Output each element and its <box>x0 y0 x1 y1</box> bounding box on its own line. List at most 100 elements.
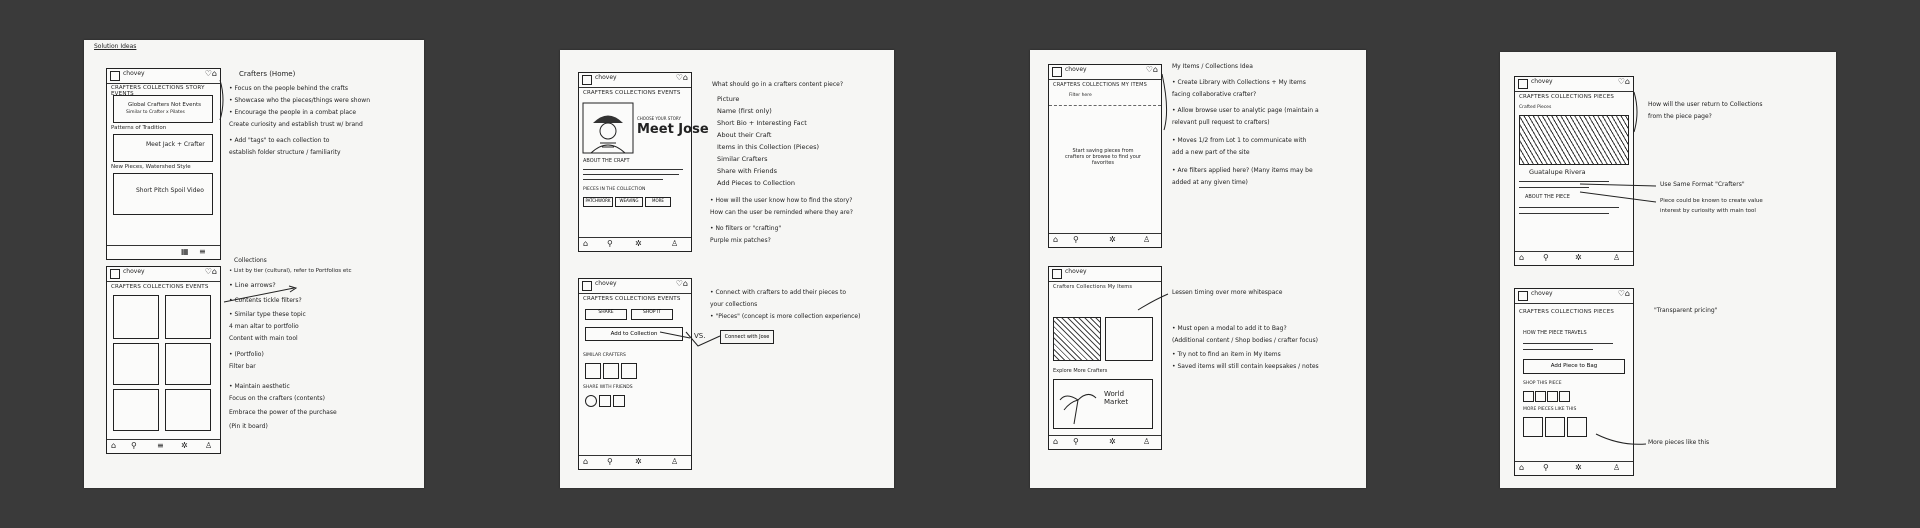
logo-icon <box>110 71 120 81</box>
heart-bag-icon: ♡⌂ <box>204 69 217 78</box>
bottom-nav: ⌂⚲✲♙ <box>1515 461 1633 475</box>
piece-tile[interactable] <box>1567 417 1587 437</box>
brand-name: chovey <box>1531 78 1553 85</box>
crafter-avatar[interactable] <box>621 363 637 379</box>
share-icon[interactable] <box>585 395 597 407</box>
brand-name: chovey <box>595 74 617 81</box>
brand-name: chovey <box>1531 290 1553 297</box>
add-to-collection-button[interactable]: Add to Collection <box>585 327 683 341</box>
share-icon[interactable] <box>599 395 611 407</box>
heart-bag-icon: ♡⌂ <box>204 267 217 276</box>
wireframe-phone-piece: chovey♡⌂ CRAFTERS COLLECTIONS PIECES Cra… <box>1514 76 1634 266</box>
annotation-arrows <box>1137 73 1169 311</box>
shop-icon[interactable] <box>1559 391 1570 402</box>
grid-tile <box>165 389 211 431</box>
note-format: Use Same Format "Crafters" <box>1660 181 1745 188</box>
logo-icon <box>1518 291 1528 301</box>
bottom-nav: ⌂⚲✲♙ <box>579 455 691 469</box>
logo-icon <box>582 75 592 85</box>
wireframe-phone-profile: chovey♡⌂ CRAFTERS COLLECTIONS EVENTS CHO… <box>578 72 709 252</box>
section-label: New Pieces, Watershed Style <box>111 164 191 170</box>
section-label: Patterns of Tradition <box>111 125 167 131</box>
filter-bar[interactable]: Filter here <box>1069 93 1092 98</box>
shop-button[interactable]: SHOP IT <box>631 309 673 320</box>
bottom-nav: ⌂⚲✲♙ <box>1515 251 1633 265</box>
wireframe-phone-connect: chovey♡⌂ CRAFTERS COLLECTIONS EVENTS SHA… <box>578 278 692 470</box>
wireframe-phone-collections-explore: chovey Crafters Collections My Items Exp… <box>1048 266 1162 450</box>
filter-chip[interactable]: MORE <box>645 197 671 207</box>
brand-name: chovey <box>123 70 145 77</box>
crafter-portrait-icon <box>582 102 634 154</box>
library-tabs: CRAFTERS COLLECTIONS MY ITEMS <box>1053 82 1147 88</box>
how-heading: HOW THE PIECE TRAVELS <box>1523 330 1587 336</box>
share-icon[interactable] <box>613 395 625 407</box>
explore-card[interactable]: World Market <box>1053 379 1153 429</box>
profile-tabs: CRAFTERS COLLECTIONS EVENTS <box>583 296 681 302</box>
grid-tile <box>165 295 211 339</box>
explore-heading: Explore More Crafters <box>1053 368 1108 374</box>
sketch-sheet-my-items: chovey ♡⌂ CRAFTERS COLLECTIONS MY ITEMS F… <box>1030 50 1366 488</box>
palm-tree-icon <box>1059 394 1097 425</box>
card-video: Short Pitch Spoil Video <box>113 173 213 215</box>
sketch-sheet-crafters: Solution Ideas chovey ♡⌂ CRAFTERS COLLECT… <box>84 40 424 488</box>
wireframe-phone-home: chovey ♡⌂ CRAFTERS COLLECTIONS STORY EVEN… <box>106 68 221 260</box>
empty-state: Start saving pieces from crafters or bro… <box>1064 148 1141 166</box>
hero-label: CHOOSE YOUR STORY <box>637 116 681 121</box>
note-more-pieces: More pieces like this <box>1648 439 1710 446</box>
collection-tile[interactable] <box>1053 317 1101 361</box>
heart-bag-icon: ♡⌂ <box>675 279 688 288</box>
piece-tile[interactable] <box>1545 417 1565 437</box>
hero-name: Meet Jose <box>637 122 709 137</box>
bottom-nav: ⌂⚲✲♙ <box>1049 233 1161 247</box>
crafter-avatar[interactable] <box>585 363 601 379</box>
annotation-arrows <box>1579 91 1657 445</box>
share-button[interactable]: SHARE <box>585 309 627 320</box>
piece-name: Guatalupe Rivera <box>1529 168 1586 176</box>
add-to-bag-button[interactable]: Add Piece to Bag <box>1523 359 1625 374</box>
brand-name: chovey <box>123 268 145 275</box>
wireframe-phone-collections: chovey♡⌂ CRAFTERS COLLECTIONS EVENTS ⌂⚲≡… <box>106 266 221 454</box>
shop-icon[interactable] <box>1535 391 1546 402</box>
wireframe-phone-my-items: chovey ♡⌂ CRAFTERS COLLECTIONS MY ITEMS F… <box>1048 64 1162 248</box>
heart-bag-icon: ♡⌂ <box>1617 289 1630 298</box>
pieces-heading: PIECES IN THE COLLECTION <box>583 187 646 192</box>
logo-icon <box>110 269 120 279</box>
filter-chip[interactable]: WEAVING <box>615 197 643 207</box>
collection-tile[interactable] <box>1105 317 1153 361</box>
vs-label: VS. <box>694 332 706 340</box>
top-tabs: CRAFTERS COLLECTIONS STORY EVENTS <box>111 85 205 97</box>
card-meet-jack: Meet Jack + Crafter <box>113 134 213 162</box>
collection-tabs: CRAFTERS COLLECTIONS EVENTS <box>111 284 209 290</box>
about-heading: ABOUT THE PIECE <box>1525 194 1570 200</box>
brand-name: chovey <box>1065 268 1087 275</box>
bottom-nav: ⌂⚲✲♙ <box>579 237 691 251</box>
grid-tile <box>165 343 211 385</box>
note-value: Piece could be known to create value <box>1660 198 1763 204</box>
share-heading: SHARE WITH FRIENDS <box>583 385 633 390</box>
about-heading: ABOUT THE CRAFT <box>583 158 630 164</box>
similar-crafters-heading: SIMILAR CRAFTERS <box>583 353 626 358</box>
filter-chip[interactable]: PATCHWORK <box>583 197 613 207</box>
sketch-sheet-crafter-profile: chovey ♡⌂ CRAFTERS COLLECTIONS EVENTS CHO… <box>560 50 894 488</box>
sheet-title: Solution Ideas <box>94 43 137 50</box>
heart-bag-icon: ♡⌂ <box>1617 77 1630 86</box>
piece-tabs: CRAFTERS COLLECTIONS PIECES <box>1519 309 1615 315</box>
wireframe-phone-piece-details: chovey ♡⌂ CRAFTERS COLLECTIONS PIECES HOW… <box>1514 288 1634 476</box>
piece-tile[interactable] <box>1523 417 1543 437</box>
crafter-avatar[interactable] <box>603 363 619 379</box>
brand-name: chovey <box>1065 66 1087 73</box>
shop-icon[interactable] <box>1547 391 1558 402</box>
connect-button[interactable]: Connect with Jose <box>720 330 774 344</box>
heart-bag-icon: ♡⌂ <box>675 73 688 82</box>
annotation-arrows <box>659 331 721 347</box>
shop-icon[interactable] <box>1523 391 1534 402</box>
logo-icon <box>1052 67 1062 77</box>
textile-image <box>1519 115 1629 165</box>
logo-icon <box>1052 269 1062 279</box>
sketch-sheet-piece: chovey♡⌂ CRAFTERS COLLECTIONS PIECES Cra… <box>1500 52 1836 488</box>
grid-tile <box>113 295 159 339</box>
grid-tile <box>113 343 159 385</box>
more-heading: MORE PIECES LIKE THIS <box>1523 407 1577 412</box>
heart-bag-icon: ♡⌂ <box>1145 65 1158 74</box>
